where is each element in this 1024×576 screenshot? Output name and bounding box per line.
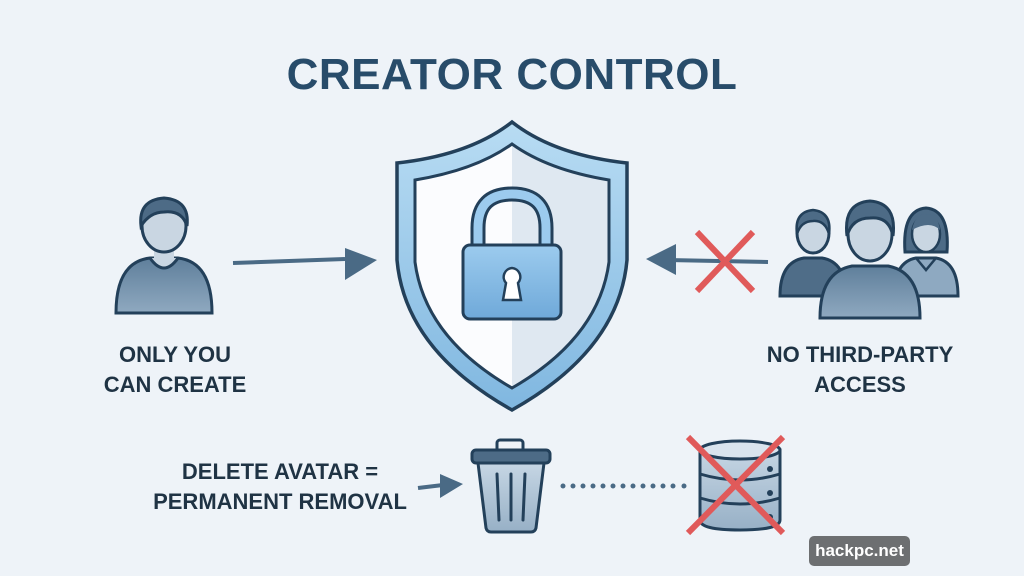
dotted-connector	[560, 483, 687, 489]
label-line: NO THIRD-PARTY	[766, 342, 954, 367]
label-line: DELETE AVATAR =	[181, 459, 379, 484]
only-you-can-create-label: ONLY YOU CAN CREATE	[90, 340, 260, 400]
page-title: CREATOR CONTROL	[286, 50, 738, 99]
label-line: ONLY YOU	[118, 342, 232, 367]
arrow-to-trash-icon	[417, 474, 463, 498]
group-users-icon	[778, 199, 960, 320]
blocked-arrow-icon	[646, 244, 769, 275]
red-x-icon	[694, 229, 756, 294]
label-line: ACCESS	[814, 372, 906, 397]
arrow-right-icon	[232, 248, 377, 280]
trash-icon	[470, 438, 552, 534]
user-icon	[114, 196, 214, 315]
database-crossed-icon	[685, 434, 786, 536]
label-line: CAN CREATE	[103, 372, 247, 397]
shield-lock-icon	[395, 119, 629, 413]
watermark-badge: hackpc.net	[809, 536, 910, 566]
delete-avatar-label: DELETE AVATAR = PERMANENT REMOVAL	[130, 457, 430, 517]
no-third-party-access-label: NO THIRD-PARTY ACCESS	[745, 340, 975, 400]
label-line: PERMANENT REMOVAL	[153, 489, 407, 514]
